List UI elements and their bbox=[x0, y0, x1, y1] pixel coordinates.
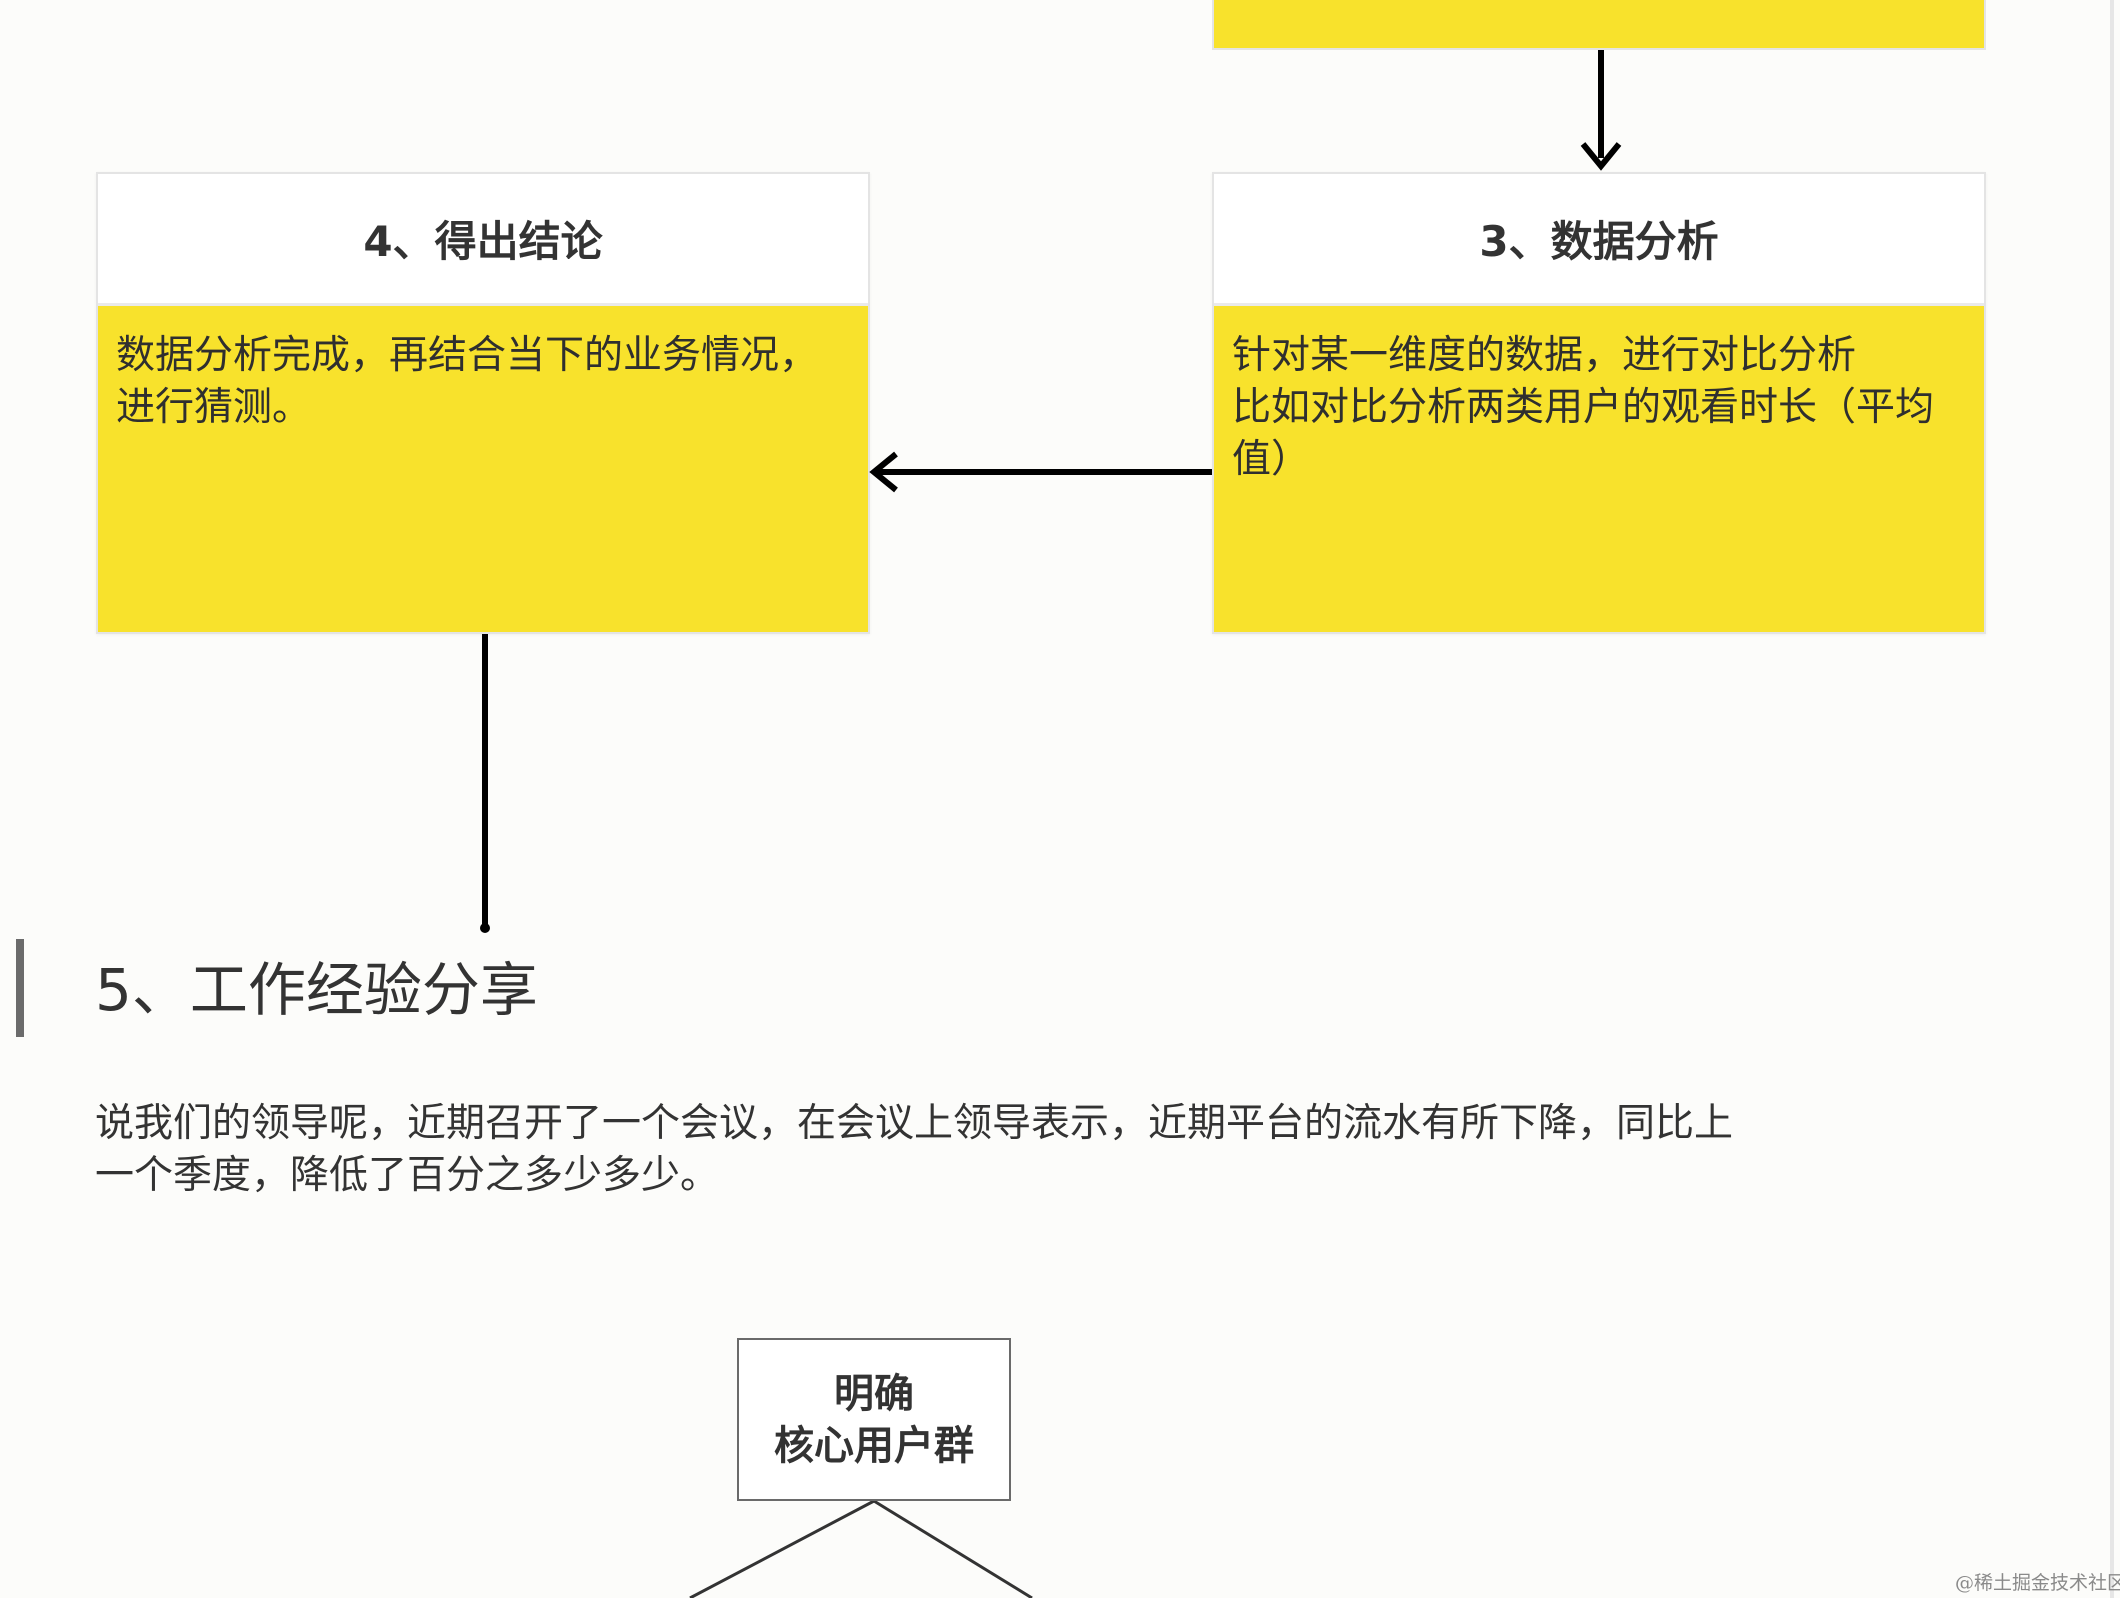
arrow-down-to-step-3 bbox=[1580, 50, 1622, 171]
watermark: @稀土掘金技术社区 bbox=[1955, 1572, 2120, 1594]
step-4-card: 4、得出结论 数据分析完成，再结合当下的业务情况， 进行猜测。 bbox=[96, 172, 870, 634]
previous-step-card bbox=[1212, 0, 1986, 50]
section-paragraph: 说我们的领导呢，近期召开了一个会议，在会议上领导表示，近期平台的流水有所下降，同… bbox=[95, 1101, 1734, 1198]
heading-accent-bar bbox=[16, 939, 24, 1037]
page-edge bbox=[2110, 0, 2114, 1598]
step-3-body: 针对某一维度的数据，进行对比分析 比如对比分析两类用户的观看时长（平均 值） bbox=[1232, 333, 1935, 482]
core-user-group-node: 明确 核心用户群 bbox=[737, 1338, 1011, 1501]
step-4-title: 4、得出结论 bbox=[98, 174, 868, 306]
step-3-title: 3、数据分析 bbox=[1214, 174, 1984, 306]
step-4-body: 数据分析完成，再结合当下的业务情况， 进行猜测。 bbox=[116, 333, 819, 430]
section-title: 5、工作经验分享 bbox=[95, 956, 538, 1024]
tree-branches bbox=[689, 1499, 1033, 1598]
step-3-card: 3、数据分析 针对某一维度的数据，进行对比分析 比如对比分析两类用户的观看时长（… bbox=[1212, 172, 1986, 634]
connector-step-4-down bbox=[480, 634, 490, 933]
arrow-left-to-step-4 bbox=[869, 451, 1212, 493]
